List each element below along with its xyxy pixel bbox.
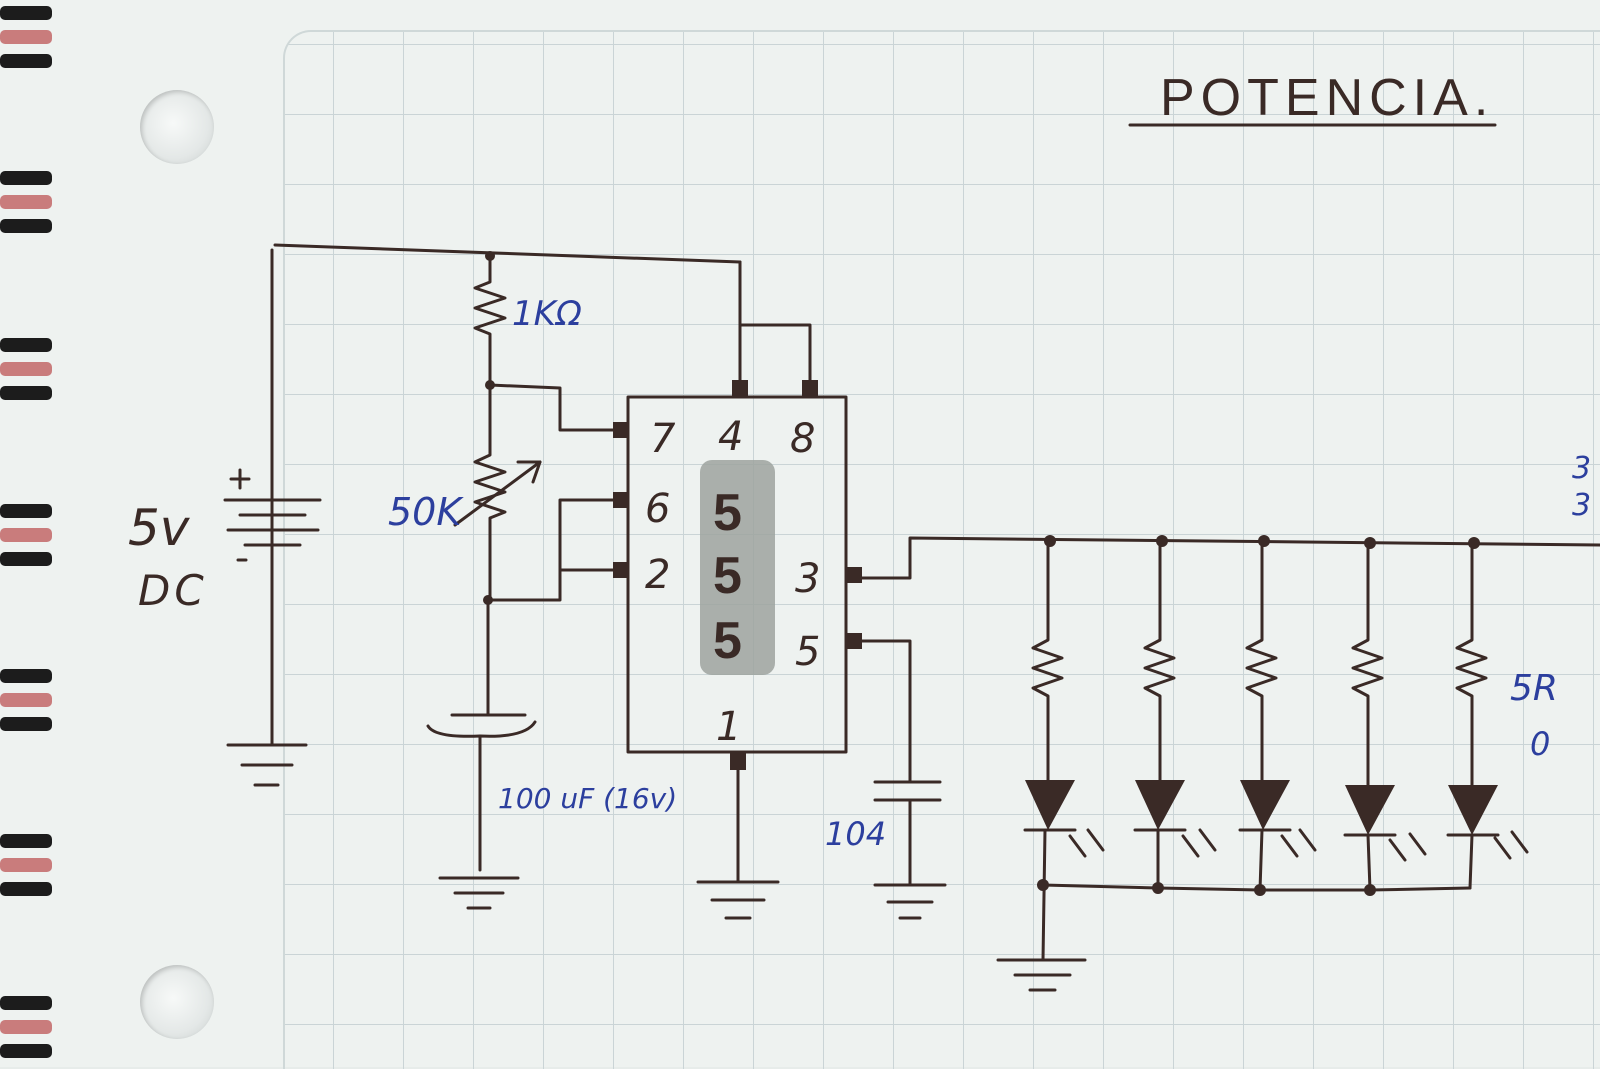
led-branch-5 xyxy=(1446,537,1529,890)
top-rail-wire-horizontal xyxy=(273,243,742,264)
pin-label-6: 6 xyxy=(645,486,670,532)
graph-paper-grid xyxy=(283,30,1600,1069)
spiral-coil xyxy=(0,996,52,1058)
pin-stub-7 xyxy=(613,422,629,438)
pin5-wire xyxy=(860,639,912,784)
cap-timing-label: 100 uF (16v) xyxy=(498,782,677,815)
pin-label-8: 8 xyxy=(790,416,815,462)
potentiometer-50k xyxy=(473,383,507,602)
cathode-junction-3 xyxy=(1254,884,1266,896)
supply-type-label: DC xyxy=(138,566,208,615)
edge-mark-3a: 3 xyxy=(1572,451,1591,486)
ground-symbol-timing-cap xyxy=(438,876,520,910)
led-3 xyxy=(1240,780,1290,830)
pin-label-2: 2 xyxy=(645,552,670,598)
pin7-wire xyxy=(488,383,617,432)
led-branch-3 xyxy=(1238,535,1317,892)
spiral-coil xyxy=(0,338,52,400)
pin-stub-1 xyxy=(730,752,746,770)
led-branch-2 xyxy=(1133,535,1217,890)
spiral-binding xyxy=(0,6,52,1058)
pin8-link-wire xyxy=(738,323,812,384)
supply-voltage-label: 5v xyxy=(128,499,191,557)
ground-symbol-leds xyxy=(996,958,1087,992)
pin-stub-4 xyxy=(732,380,748,398)
title-text: POTENCIA. xyxy=(1160,69,1494,127)
led-branch-4 xyxy=(1343,537,1427,892)
pin-stub-2 xyxy=(613,562,629,578)
potentiometer-arrow-shaft xyxy=(453,460,542,527)
led-2 xyxy=(1135,780,1185,830)
resistor-r1 xyxy=(473,254,507,387)
pin-stub-6 xyxy=(613,492,629,508)
output-wire xyxy=(860,536,1600,580)
spiral-coil xyxy=(0,171,52,233)
r1-value-label: 1KΩ xyxy=(512,294,582,334)
spiral-coil xyxy=(0,834,52,896)
spiral-coil xyxy=(0,6,52,68)
ground-symbol-battery xyxy=(226,743,308,787)
pin-stub-8 xyxy=(802,380,818,398)
pin-stub-3 xyxy=(846,567,862,583)
led-1 xyxy=(1025,780,1075,830)
pin-label-1: 1 xyxy=(716,704,741,750)
resistor-bank-note: 5R xyxy=(1510,668,1558,709)
punch-hole-bottom xyxy=(140,965,214,1039)
cathode-junction-1 xyxy=(1037,879,1049,891)
led-branch-1 xyxy=(1023,535,1105,962)
pins-6-2-wire xyxy=(486,498,617,602)
pin-label-5: 5 xyxy=(795,629,820,675)
potentiometer-arrow-head xyxy=(516,460,542,484)
ic-digit-2: 5 xyxy=(713,547,742,605)
cathode-junction-4 xyxy=(1364,884,1376,896)
pin-stub-5 xyxy=(846,633,862,649)
pot-value-label: 50K xyxy=(388,490,464,534)
cathode-junction-2 xyxy=(1152,882,1164,894)
battery-symbol xyxy=(223,468,322,562)
cap-control-label: 104 xyxy=(825,815,886,853)
ic-digit-1: 5 xyxy=(713,484,742,542)
ground-symbol-control-cap xyxy=(873,883,947,920)
led-4 xyxy=(1345,785,1395,835)
pin-label-4: 4 xyxy=(718,414,743,460)
spiral-coil xyxy=(0,504,52,566)
edge-mark-0: 0 xyxy=(1530,725,1550,763)
pin-label-3: 3 xyxy=(795,556,820,602)
cap-timing-plate-bottom xyxy=(426,720,537,738)
led-5 xyxy=(1448,785,1498,835)
punch-hole-top xyxy=(140,90,214,164)
edge-mark-3b: 3 xyxy=(1572,488,1591,523)
pin-label-7: 7 xyxy=(650,416,676,462)
ground-symbol-ic xyxy=(696,880,780,920)
ic-digit-3: 5 xyxy=(713,612,742,670)
ic-555-label-bg xyxy=(700,460,775,675)
spiral-coil xyxy=(0,669,52,731)
